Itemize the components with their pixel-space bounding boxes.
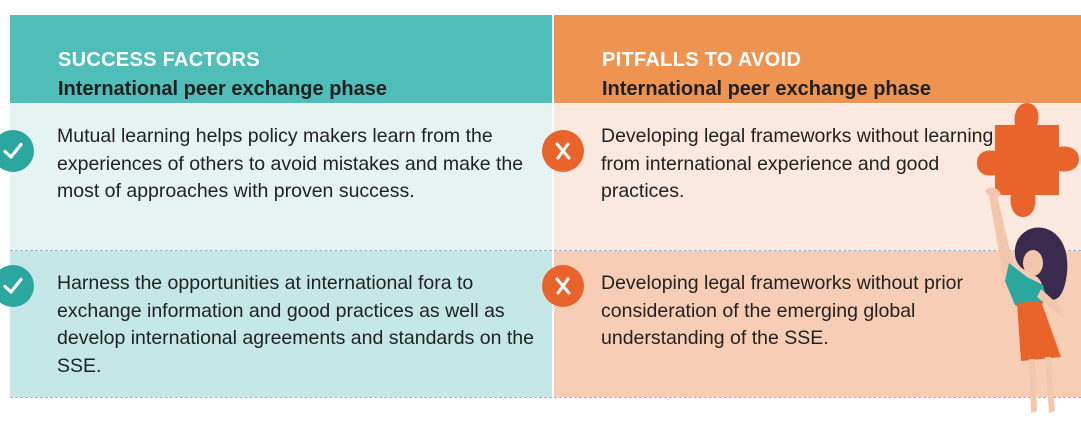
pitfalls-subtitle: International peer exchange phase	[602, 78, 931, 100]
cross-icon	[542, 130, 584, 172]
success-item-1-text: Mutual learning helps policy makers lear…	[57, 125, 524, 202]
pitfall-row-1	[554, 104, 1081, 250]
checkmark-icon	[0, 130, 34, 172]
pitfall-item-1-text: Developing legal frameworks without lear…	[601, 125, 994, 202]
pitfalls-title: PITFALLS TO AVOID	[602, 49, 802, 71]
pitfalls-header: PITFALLS TO AVOID International peer exc…	[554, 15, 1081, 103]
success-factors-subtitle: International peer exchange phase	[58, 78, 387, 100]
success-factors-header: SUCCESS FACTORS International peer excha…	[10, 15, 552, 103]
success-row-1	[10, 104, 552, 250]
bottom-divider	[10, 397, 1081, 398]
cross-icon	[542, 265, 584, 307]
pitfall-item-2-text: Developing legal frameworks without prio…	[601, 272, 963, 349]
success-item-2-text: Harness the opportunities at internation…	[57, 272, 534, 377]
pitfall-row-2	[554, 251, 1081, 397]
puzzle-piece-icon	[977, 103, 1079, 217]
success-row-2	[10, 251, 552, 397]
checkmark-icon	[0, 265, 34, 307]
success-factors-title: SUCCESS FACTORS	[58, 49, 260, 71]
row-divider	[10, 250, 1081, 251]
woman-with-puzzle-piece-illustration	[977, 103, 1079, 413]
